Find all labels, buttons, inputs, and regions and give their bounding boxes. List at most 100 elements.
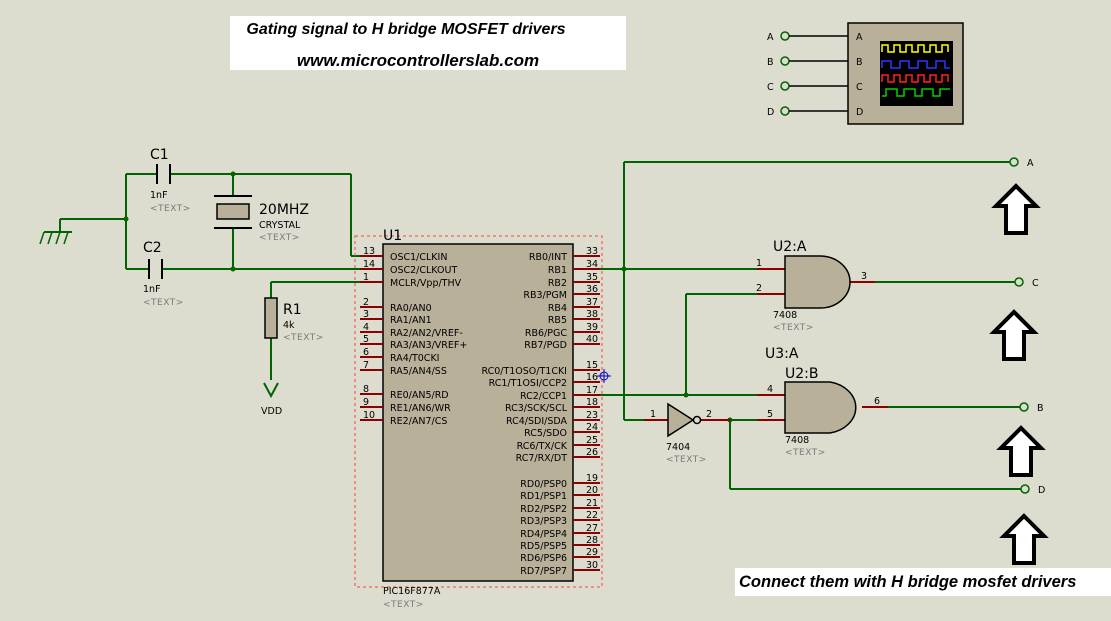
inverter-7404[interactable]: 1 2 7404 <TEXT> [644, 402, 730, 465]
and-gate-u2b[interactable]: U3:A U2:B 4 5 6 7408 <TEXT> [757, 346, 888, 458]
pin-number: 39 [586, 322, 598, 333]
pin-number: 4 [363, 322, 369, 333]
pin-number: 22 [586, 510, 598, 521]
pin-number: 36 [586, 284, 598, 295]
pin-number: 27 [586, 523, 598, 534]
and2-alt-ref: U3:A [765, 346, 799, 362]
pin-number: 3 [363, 309, 369, 320]
pin-number: 17 [586, 385, 598, 396]
and2-pin-out: 6 [874, 396, 880, 407]
pin-number: 26 [586, 447, 598, 458]
pin-number: 5 [363, 334, 369, 345]
terminal-c[interactable]: C [1014, 277, 1039, 289]
pin-label: RA5/AN4/SS [390, 366, 447, 377]
pin-label: RE0/AN5/RD [390, 390, 449, 401]
pin-label: RB1 [548, 265, 567, 276]
c1-text-placeholder: <TEXT> [150, 204, 191, 214]
and2-text-placeholder: <TEXT> [785, 448, 826, 458]
terminal-d-label: D [1038, 485, 1045, 496]
pin-label: RD5/PSP5 [520, 541, 567, 552]
scope-channel-label: B [856, 57, 863, 68]
pin-label: RD0/PSP0 [520, 479, 567, 490]
pin-number: 13 [363, 246, 375, 257]
and-gate-u2a[interactable]: U2:A 1 2 3 7408 <TEXT> [756, 239, 875, 333]
pin-label: RA2/AN2/VREF- [390, 328, 463, 339]
pin-number: 7 [363, 360, 369, 371]
pin-number: 9 [363, 397, 369, 408]
capacitor-c2[interactable]: C2 1nF <TEXT> [143, 240, 184, 308]
and2-pin-in1: 4 [767, 384, 773, 395]
pin-number: 19 [586, 473, 598, 484]
pin-label: RB3/PGM [523, 290, 567, 301]
c1-value: 1nF [150, 190, 168, 201]
vdd-arrow-icon: VDD [261, 382, 282, 417]
oscillator-wires [60, 171, 360, 380]
terminal-b[interactable]: B [1019, 402, 1044, 414]
mcu-u1[interactable]: U1 PIC16F877A <TEXT> 13OSC1/CLKIN14OSC2/… [354, 228, 603, 610]
title-box: Gating signal to H bridge MOSFET drivers… [230, 16, 626, 70]
logic-wires [600, 161, 1021, 490]
resistor-r1[interactable]: R1 4k <TEXT> [264, 297, 324, 343]
c2-ref: C2 [143, 240, 162, 256]
pin-label: RB5 [548, 315, 567, 326]
up-arrow-icon [991, 183, 1041, 235]
pin-number: 16 [586, 372, 598, 383]
vdd-label: VDD [261, 406, 282, 417]
pin-number: 37 [586, 297, 598, 308]
terminal-d[interactable]: D [1020, 484, 1045, 496]
pin-label: RD4/PSP4 [520, 529, 567, 540]
pin-label: RC3/SCK/SCL [505, 403, 568, 414]
pin-number: 8 [363, 384, 369, 395]
pin-number: 21 [586, 498, 598, 509]
and1-ref: U2:A [773, 239, 807, 255]
scope-input-label: B [767, 57, 774, 68]
crystal-x1[interactable]: 20MHZ CRYSTAL <TEXT> [214, 195, 309, 243]
pin-number: 34 [586, 259, 598, 270]
terminal-a[interactable]: A [1009, 157, 1034, 169]
capacitor-c1[interactable]: C1 1nF <TEXT> [150, 147, 191, 214]
pin-label: OSC1/CLKIN [390, 252, 447, 263]
